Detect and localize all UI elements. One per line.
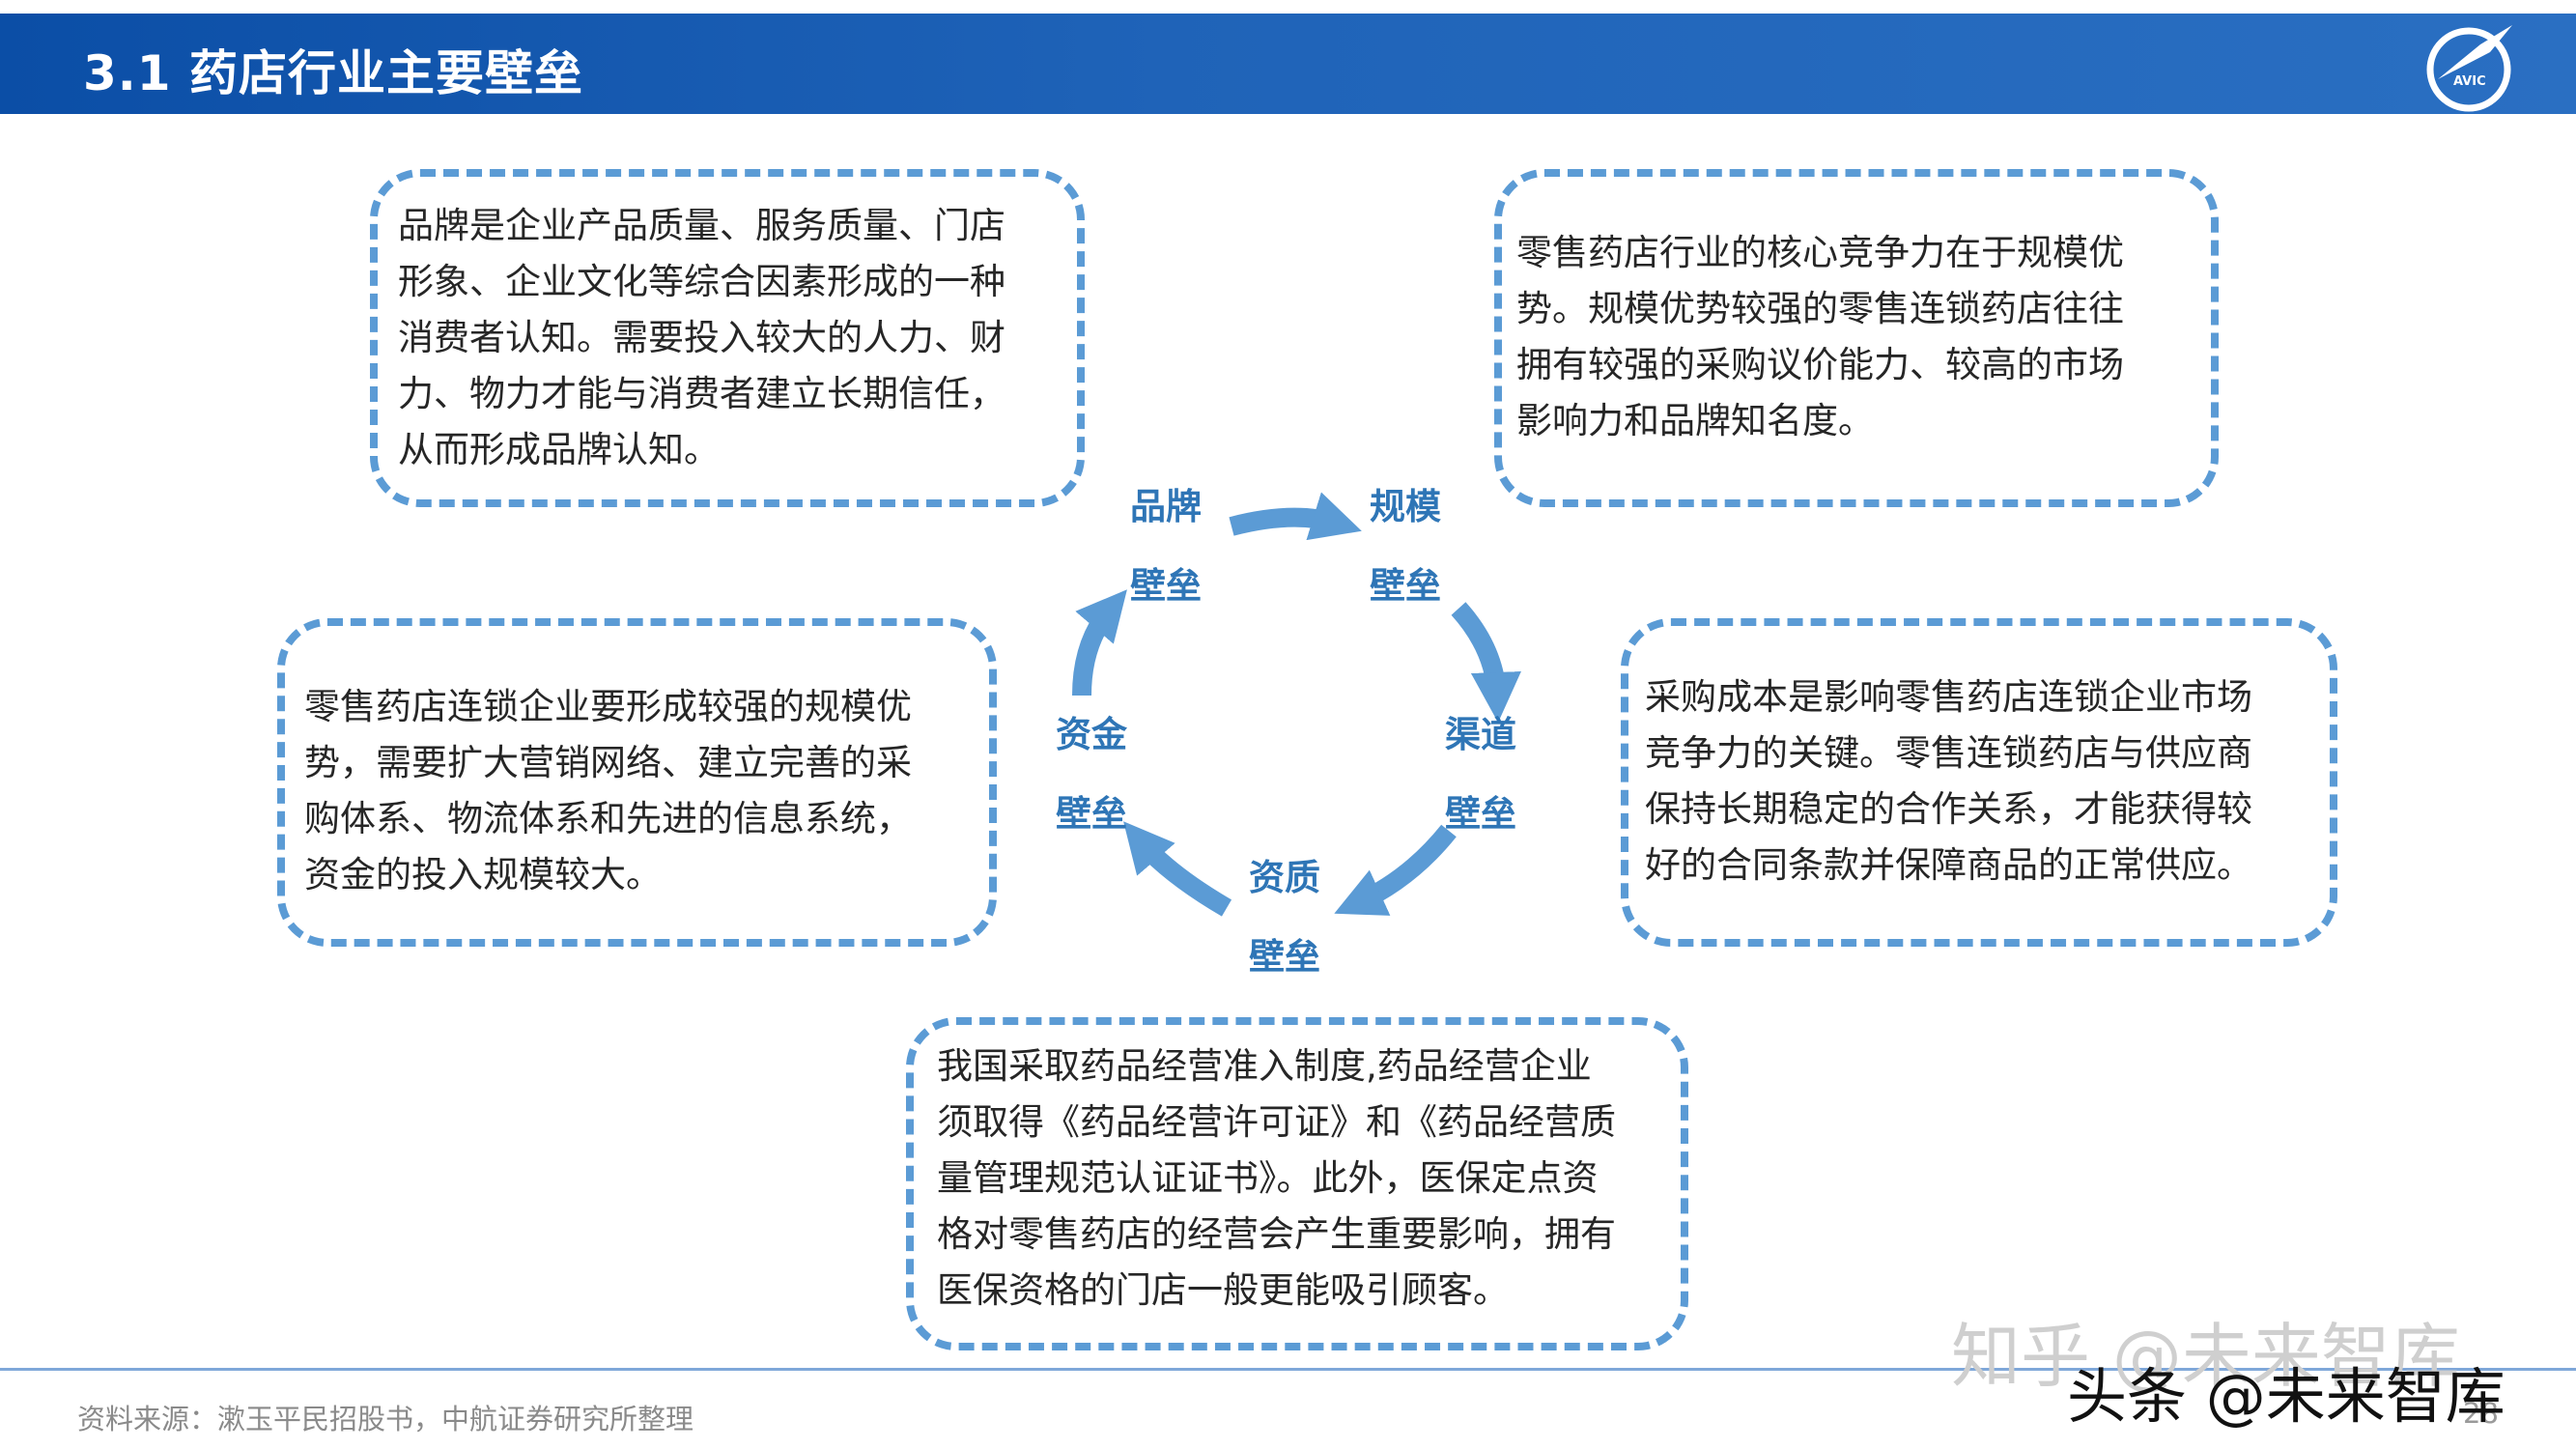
source-note: 资料来源：漱玉平民招股书，中航证券研究所整理 xyxy=(77,1403,694,1435)
brand-barrier-box xyxy=(370,169,1085,507)
toutiao-watermark: 头条 @未来智库 xyxy=(2067,1361,2505,1432)
arrow-brand-to-scale xyxy=(1229,492,1362,541)
arrow-capital-to-brand xyxy=(1072,589,1127,696)
capital-barrier-text: 零售药店连锁企业要形成较强的规模优 势，需要扩大营销网络、建立完善的采 购体系、… xyxy=(304,686,912,895)
page-title: 3.1 药店行业主要壁垒 xyxy=(83,45,583,101)
scale-barrier-text: 零售药店行业的核心竞争力在于规模优 势。规模优势较强的零售连锁药店往往 拥有较强… xyxy=(1516,232,2124,441)
cycle-label-qualification: 资质壁垒 xyxy=(1249,857,1320,978)
cycle-label-channel: 渠道壁垒 xyxy=(1445,714,1516,835)
header-bar xyxy=(0,14,2576,114)
cycle-label-capital: 资金壁垒 xyxy=(1056,714,1127,835)
cycle-label-scale: 规模壁垒 xyxy=(1370,486,1441,607)
brand-barrier-text: 品牌是企业产品质量、服务质量、门店 形象、企业文化等综合因素形成的一种 消费者认… xyxy=(398,205,1005,470)
channel-barrier-box xyxy=(1621,618,2337,947)
arrow-scale-to-channel xyxy=(1451,602,1521,723)
arrow-qualification-to-capital xyxy=(1123,821,1232,917)
arrow-channel-to-qualification xyxy=(1334,824,1457,916)
cycle-label-brand: 品牌壁垒 xyxy=(1130,486,1202,607)
zhihu-watermark: 知乎 @未来智库 xyxy=(1951,1316,2460,1397)
scale-barrier-box xyxy=(1494,169,2219,507)
qualification-barrier-box xyxy=(906,1017,1688,1350)
capital-barrier-box xyxy=(277,618,997,947)
channel-barrier-text: 采购成本是影响零售药店连锁企业市场 竞争力的关键。零售连锁药店与供应商 保持长期… xyxy=(1645,676,2252,886)
qualification-barrier-text: 我国采取药品经营准入制度,药品经营企业 须取得《药品经营许可证》和《药品经营质 … xyxy=(937,1045,1616,1311)
logo-text: AVIC xyxy=(2453,74,2486,89)
avic-logo: AVIC xyxy=(2426,25,2512,112)
footer-divider xyxy=(0,1368,2576,1371)
page-number: 28 xyxy=(2463,1397,2499,1430)
